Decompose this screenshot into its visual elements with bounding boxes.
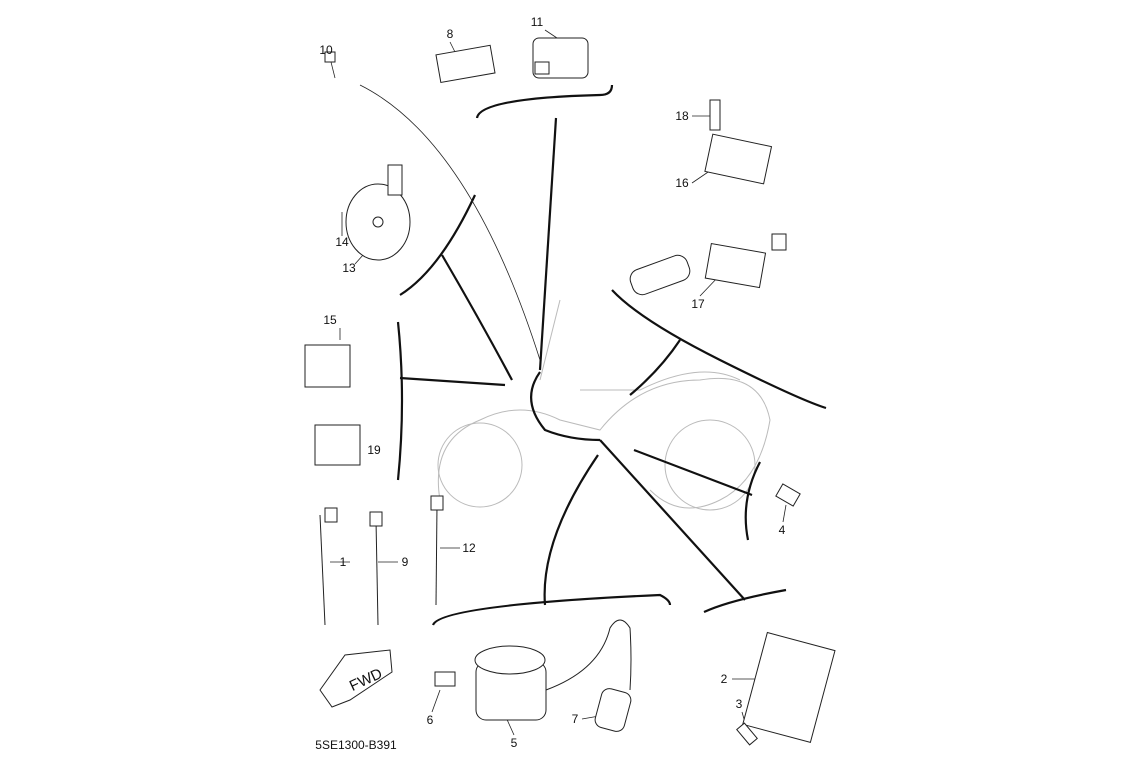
section-brackets <box>396 84 827 626</box>
part-15-relay <box>304 344 351 388</box>
callout-2: 2 <box>720 672 728 686</box>
callout-19: 19 <box>367 443 381 457</box>
fwd-arrow-shape <box>319 649 393 708</box>
part-12-band <box>435 504 438 606</box>
part-1-band <box>319 514 326 626</box>
callout-9: 9 <box>401 555 409 569</box>
callout-17: 17 <box>691 297 705 311</box>
callout-12: 12 <box>462 541 476 555</box>
callout-1: 1 <box>339 555 347 569</box>
motorcycle-outline <box>437 299 771 511</box>
callout-5: 5 <box>510 736 518 750</box>
part-7-lead <box>545 619 632 691</box>
part-19-unit <box>314 424 361 466</box>
part-10-screw <box>324 51 336 63</box>
part-7-cap <box>594 688 632 732</box>
callout-8: 8 <box>446 27 454 41</box>
part-2-cdi <box>742 631 836 744</box>
part-17-gasket <box>704 242 767 289</box>
callout-18: 18 <box>675 109 689 123</box>
part-18-bolt <box>709 99 721 131</box>
parts <box>304 37 836 746</box>
callout-14: 14 <box>335 235 349 249</box>
callout-13: 13 <box>342 261 356 275</box>
callout-10: 10 <box>319 43 333 57</box>
part-4-switch <box>775 483 801 507</box>
part-3-bolt <box>736 722 758 746</box>
part-6-bolt <box>434 671 456 687</box>
callout-4: 4 <box>778 523 786 537</box>
callout-16: 16 <box>675 176 689 190</box>
callout-6: 6 <box>426 713 434 727</box>
part-16-float <box>629 254 691 296</box>
callout-15: 15 <box>323 313 337 327</box>
part-8-holder <box>435 44 496 84</box>
callout-7: 7 <box>571 712 579 726</box>
callout-11: 11 <box>530 15 544 29</box>
part-16-sender <box>704 133 773 185</box>
part-9-band <box>375 519 379 626</box>
diagram-code: 5SE1300-B391 <box>315 738 397 752</box>
callout-3: 3 <box>735 697 743 711</box>
